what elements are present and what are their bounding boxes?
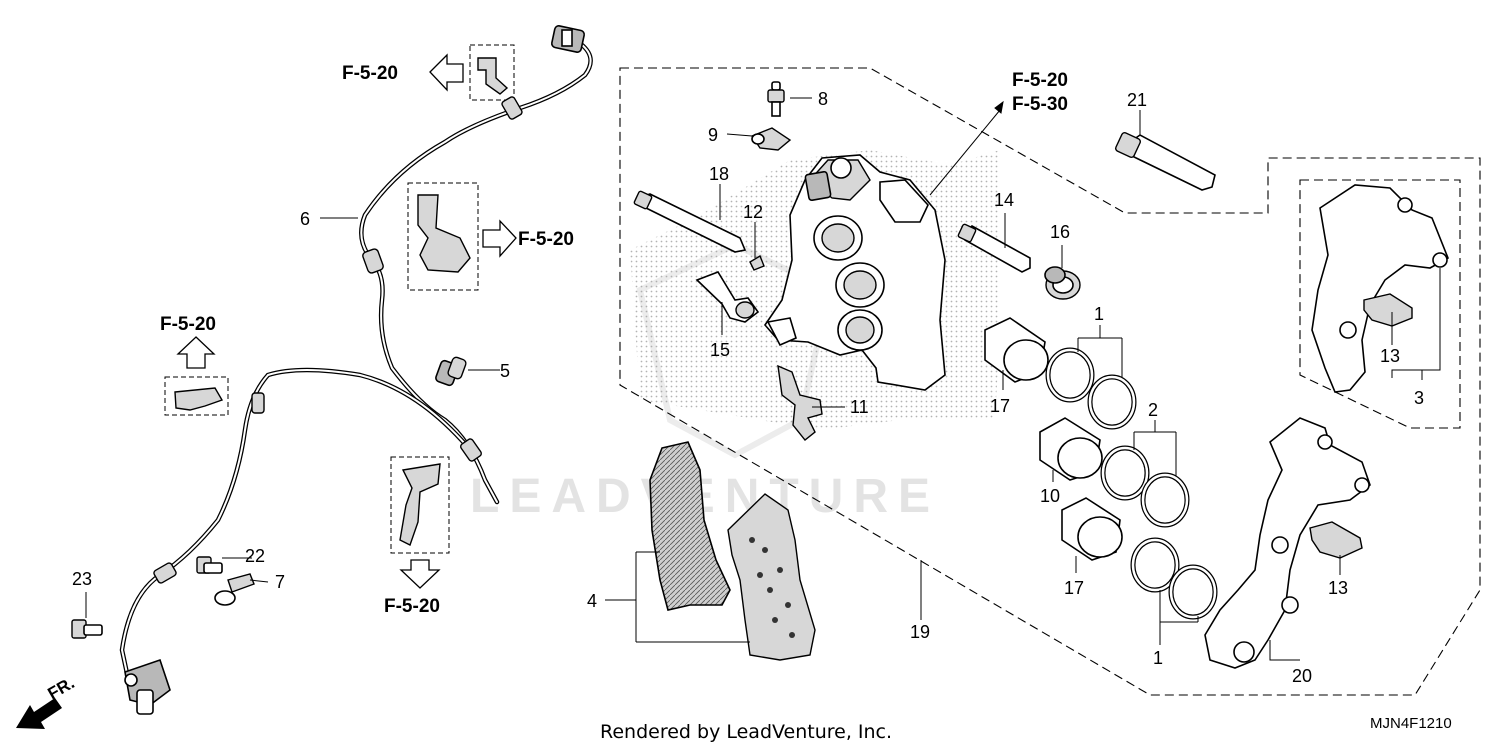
leader-lines — [85, 97, 1441, 661]
caliper-assembly-outline — [619, 67, 1481, 696]
label-part-14: 14 — [994, 190, 1014, 210]
pin-bolt-15 — [695, 271, 760, 323]
label-part-20: 20 — [1292, 666, 1312, 686]
label-part-7: 7 — [275, 572, 285, 592]
label-part-9: 9 — [708, 125, 718, 145]
label-part-2: 2 — [1148, 400, 1158, 420]
piston-10 — [1039, 417, 1103, 481]
clip-5 — [435, 356, 467, 387]
label-part-11: 11 — [850, 397, 869, 417]
label-part-17-upper: 17 — [990, 396, 1010, 416]
piston-17-lower — [1061, 497, 1123, 561]
clamp-box-mid — [407, 182, 479, 291]
label-part-5: 5 — [500, 361, 510, 381]
bracket-group-outline — [1299, 179, 1461, 429]
label-part-15: 15 — [710, 340, 730, 360]
footer-credit: Rendered by LeadVenture, Inc. — [600, 721, 892, 743]
label-part-23: 23 — [72, 569, 92, 589]
ref-arrow-left-top — [429, 53, 464, 92]
label-part-18: 18 — [709, 164, 729, 184]
seal-set-1-lower — [1130, 537, 1218, 620]
ref-arrow-down-bottom — [399, 559, 441, 589]
label-part-10: 10 — [1040, 486, 1060, 506]
bolt-22 — [196, 556, 223, 574]
label-part-1-upper: 1 — [1094, 304, 1104, 324]
caliper-bracket-20 — [1204, 417, 1371, 669]
watermark-text: LEADVENTURE — [470, 470, 940, 523]
ref-label-top-left: F-5-20 — [342, 63, 398, 84]
brake-pad-rear — [727, 493, 816, 661]
label-part-13-lower: 13 — [1328, 578, 1348, 598]
ref-arrow-up-left — [176, 336, 216, 369]
pad-spring-11 — [777, 364, 823, 441]
clamp-bottom — [399, 463, 441, 546]
clamp-left — [174, 387, 224, 411]
caliper-body — [763, 154, 946, 391]
label-part-22: 22 — [245, 546, 265, 566]
ref-label-caliper-1: F-5-20 — [1012, 70, 1068, 91]
label-part-6: 6 — [300, 209, 310, 229]
clip-12 — [749, 254, 765, 271]
bolt-23 — [71, 619, 103, 639]
front-indicator-label: FR. — [45, 673, 78, 703]
front-indicator: FR. — [16, 673, 78, 729]
label-part-17-lower: 17 — [1064, 578, 1084, 598]
ref-label-mid: F-5-20 — [518, 229, 574, 250]
seal-set-2 — [1100, 445, 1190, 528]
pad-pin-18 — [633, 190, 747, 253]
clamp-box-bottom — [390, 456, 450, 554]
ref-pointer-caliper — [929, 100, 1004, 196]
washer-7 — [214, 573, 255, 606]
label-part-19: 19 — [910, 622, 930, 642]
label-part-8: 8 — [818, 89, 828, 109]
label-part-13-upper: 13 — [1380, 346, 1400, 366]
label-part-3: 3 — [1414, 388, 1424, 408]
label-part-4: 4 — [587, 591, 597, 611]
slide-pin-14 — [957, 223, 1031, 273]
diagram-code: MJN4F1210 — [1370, 715, 1452, 732]
seal-set-1-upper — [1045, 347, 1137, 430]
clamp-mid — [417, 194, 471, 273]
bleeder-8 — [767, 81, 785, 117]
ref-label-caliper-2: F-5-30 — [1012, 94, 1068, 115]
label-part-21: 21 — [1127, 90, 1147, 110]
cap-9 — [750, 127, 792, 151]
wheel-speed-sensor-harness — [119, 25, 593, 715]
label-part-16: 16 — [1050, 222, 1070, 242]
ref-label-bottom: F-5-20 — [384, 596, 440, 617]
bolt-21 — [1114, 131, 1216, 191]
pad-retainer-13-lower — [1309, 521, 1363, 559]
label-part-1-lower: 1 — [1153, 648, 1163, 668]
clamp-box-top — [469, 44, 515, 101]
boot-16 — [1044, 266, 1081, 300]
clamp-top — [477, 57, 509, 95]
clamp-box-left — [164, 376, 229, 416]
brake-pad-front — [649, 441, 731, 611]
piston-17-upper — [984, 317, 1049, 383]
ref-label-left: F-5-20 — [160, 314, 216, 335]
ref-arrow-right-mid — [482, 219, 517, 258]
label-part-12: 12 — [743, 202, 763, 222]
pad-retainer-13-upper — [1363, 293, 1413, 327]
